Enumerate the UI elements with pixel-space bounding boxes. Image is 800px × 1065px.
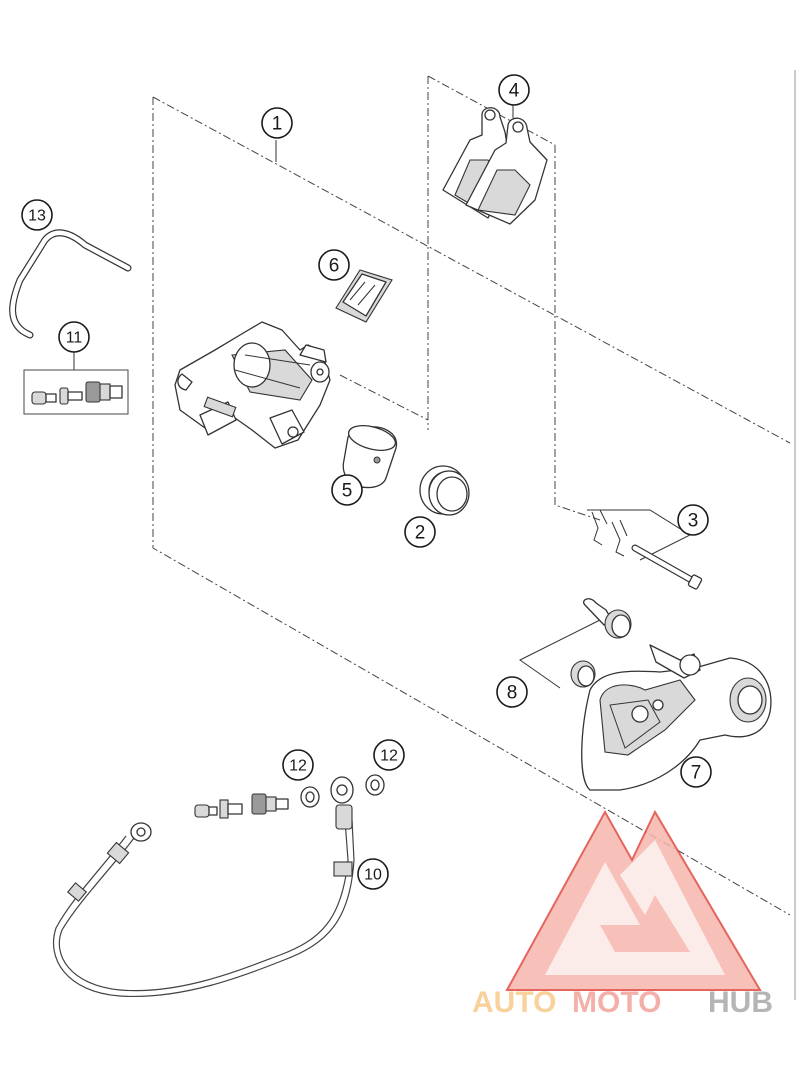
callout-10: 10 <box>357 858 389 890</box>
leader-lines <box>73 105 692 689</box>
callout-3-label: 3 <box>688 511 699 532</box>
callout-4: 4 <box>498 74 530 106</box>
callout-2-label: 2 <box>415 523 426 544</box>
callout-1: 1 <box>261 107 293 139</box>
callout-12-right-label: 12 <box>380 748 398 765</box>
callout-12-left-label: 12 <box>289 758 307 775</box>
callout-11-label: 11 <box>66 330 83 347</box>
callout-13-label: 13 <box>28 208 46 225</box>
callout-12-left: 12 <box>282 749 314 781</box>
callout-2: 2 <box>404 516 436 548</box>
bleeder-screw-set-part <box>23 369 129 415</box>
callout-12-right: 12 <box>373 739 405 771</box>
callout-13: 13 <box>21 199 53 231</box>
callout-7: 7 <box>680 756 712 788</box>
callout-4-label: 4 <box>509 81 520 102</box>
brake-line-part <box>52 774 385 998</box>
watermark-text-hub: HUB <box>708 986 773 1019</box>
callout-6-label: 6 <box>329 256 340 277</box>
watermark-text-moto: MOTO <box>572 986 661 1019</box>
callout-8: 8 <box>496 676 528 708</box>
watermark-logo: AUTO MOTO HUB <box>472 809 773 1019</box>
callout-10-label: 10 <box>364 867 382 884</box>
callout-11: 11 <box>58 321 90 353</box>
callout-8-label: 8 <box>507 683 518 704</box>
caliper-bracket-part <box>581 644 772 791</box>
caliper-body-part <box>174 321 331 449</box>
brake-pads-part <box>442 107 548 225</box>
callout-6: 6 <box>318 249 350 281</box>
breather-hose-part <box>9 229 132 339</box>
brake-pad-group-outline <box>339 75 601 521</box>
callout-5-label: 5 <box>342 481 353 502</box>
callout-1-label: 1 <box>272 114 283 135</box>
callout-5: 5 <box>331 474 363 506</box>
caliper-kit-group-outline <box>152 96 791 916</box>
pad-pin-and-clips-part <box>591 509 703 590</box>
pad-spring-part <box>335 269 393 323</box>
seal-ring-part <box>419 465 470 516</box>
guide-pin-part <box>570 598 632 688</box>
callout-3: 3 <box>677 504 709 536</box>
watermark-text-auto: AUTO <box>472 986 556 1019</box>
callout-7-label: 7 <box>691 763 702 784</box>
